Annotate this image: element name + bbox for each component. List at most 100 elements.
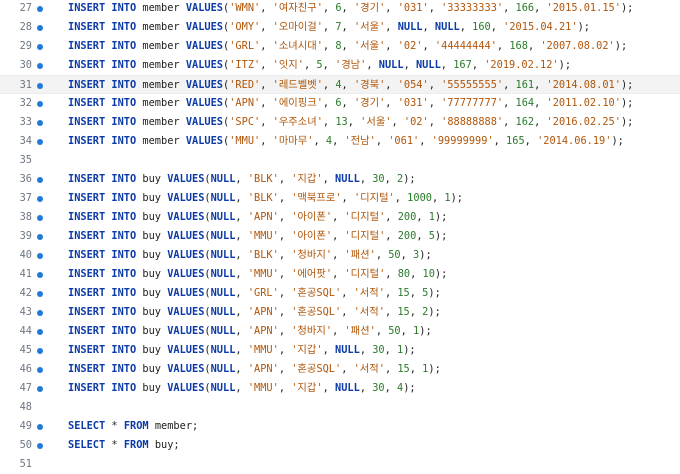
code-text: , [278, 382, 292, 394]
number-literal: 2 [422, 306, 429, 318]
code-line-35[interactable]: 35 [0, 151, 680, 170]
breakpoint-dot-icon[interactable] [37, 44, 43, 50]
number-literal: 13 [335, 116, 348, 128]
code-text: buy [136, 173, 168, 185]
breakpoint-dot-icon[interactable] [37, 329, 43, 335]
code-text: , [385, 211, 398, 223]
breakpoint-dot-icon[interactable] [37, 215, 43, 221]
line-number: 34 [19, 135, 32, 147]
breakpoint-dot-icon[interactable] [37, 443, 43, 449]
sql-function: VALUES [185, 21, 224, 33]
null-keyword: NULL [335, 382, 360, 394]
string-literal: 'WMN' [229, 2, 261, 14]
breakpoint-dot-icon[interactable] [37, 348, 43, 354]
code-text: , [235, 363, 248, 375]
string-literal: 'APN' [247, 306, 279, 318]
breakpoint-dot-icon[interactable] [37, 83, 43, 89]
string-literal: 'GRL' [229, 40, 261, 52]
code-text: ); [620, 97, 634, 109]
code-text: , [341, 40, 354, 52]
number-literal: 200 [397, 211, 417, 223]
breakpoint-dot-icon[interactable] [37, 310, 43, 316]
number-literal: 168 [509, 40, 528, 52]
code-text: , [422, 40, 435, 52]
string-literal: '잇지' [272, 59, 304, 71]
breakpoint-dot-icon[interactable] [37, 253, 43, 259]
string-literal: 'RED' [229, 79, 261, 91]
sql-function: VALUES [185, 135, 224, 147]
code-text: ); [403, 173, 416, 185]
breakpoint-dot-icon[interactable] [37, 272, 43, 278]
null-keyword: NULL [378, 59, 404, 71]
code-text: , [385, 79, 398, 91]
sql-keyword: INSERT INTO [68, 230, 137, 242]
sql-keyword: INSERT INTO [68, 21, 137, 33]
breakpoint-dot-icon[interactable] [37, 101, 43, 107]
code-text: , [422, 21, 435, 33]
sql-keyword: INSERT INTO [68, 287, 137, 299]
line-number: 31 [19, 79, 32, 91]
breakpoint-dot-icon[interactable] [37, 177, 43, 183]
string-literal: '디지털' [344, 211, 386, 223]
code-text: member [136, 116, 186, 128]
code-text: , [341, 287, 354, 299]
breakpoint-dot-icon[interactable] [37, 291, 43, 297]
code-text: ( [204, 230, 211, 242]
number-literal: 1 [422, 363, 429, 375]
breakpoint-dot-icon[interactable] [37, 25, 43, 31]
null-keyword: NULL [210, 287, 236, 299]
breakpoint-dot-icon[interactable] [37, 424, 43, 430]
line-number: 44 [19, 325, 32, 337]
code-line-48[interactable]: 48 [0, 398, 680, 417]
breakpoint-dot-icon[interactable] [37, 63, 43, 69]
breakpoint-dot-icon[interactable] [37, 234, 43, 240]
string-literal: 'MMU' [247, 230, 279, 242]
line-number: 49 [19, 420, 32, 432]
code-text: , [524, 135, 538, 147]
breakpoint-dot-icon[interactable] [37, 196, 43, 202]
number-literal: 4 [397, 382, 404, 394]
code-text: , [375, 249, 389, 261]
breakpoint-dot-icon[interactable] [37, 139, 43, 145]
string-literal: '경남' [335, 59, 367, 71]
number-literal: 6 [335, 2, 342, 14]
breakpoint-dot-icon[interactable] [37, 120, 43, 126]
breakpoint-dot-icon[interactable] [37, 6, 43, 12]
code-line-51[interactable]: 51 [0, 455, 680, 474]
number-literal: 4 [335, 79, 342, 91]
code-text: member [136, 40, 186, 52]
breakpoint-dot-icon[interactable] [37, 367, 43, 373]
sql-keyword: SELECT [68, 420, 106, 432]
breakpoint-dot-icon[interactable] [37, 386, 43, 392]
code-text: , [235, 344, 248, 356]
code-text: , [385, 268, 398, 280]
code-text: , [260, 40, 273, 52]
sql-function: VALUES [185, 59, 224, 71]
code-text: buy [136, 230, 168, 242]
code-text: , [409, 363, 423, 375]
code-text: , [341, 306, 354, 318]
